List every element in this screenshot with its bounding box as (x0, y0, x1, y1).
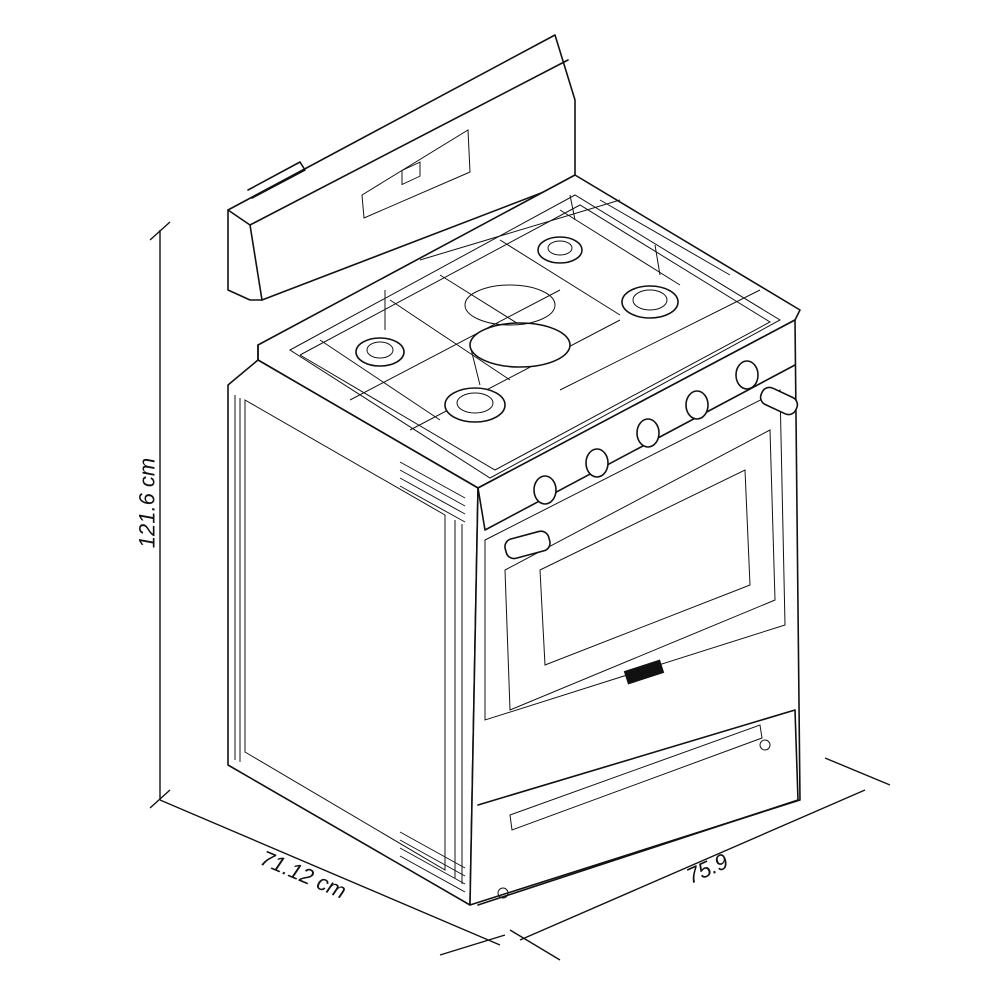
burners (355, 236, 679, 423)
display-panel (361, 129, 471, 219)
oven-window-frame (504, 429, 776, 711)
control-knobs (533, 360, 759, 505)
oven-door (484, 389, 786, 721)
side-panel (227, 359, 479, 906)
front-panel (469, 319, 801, 906)
height-dimension-label: 121.6 cm (134, 457, 160, 549)
door-handle-left (504, 530, 551, 560)
display-icon (401, 161, 421, 186)
brand-logo (623, 659, 665, 685)
backguard (227, 34, 576, 301)
drawer-handle (509, 724, 763, 831)
burner-rear-right (621, 285, 679, 319)
burner-front-left (355, 337, 405, 367)
dimension-lines (149, 221, 891, 961)
burner-rear-center (537, 236, 583, 264)
center-griddle (469, 322, 571, 368)
cooktop (257, 174, 801, 489)
door-handle-right (759, 386, 799, 416)
oven-window (539, 469, 751, 666)
burner-front-center (444, 387, 506, 423)
